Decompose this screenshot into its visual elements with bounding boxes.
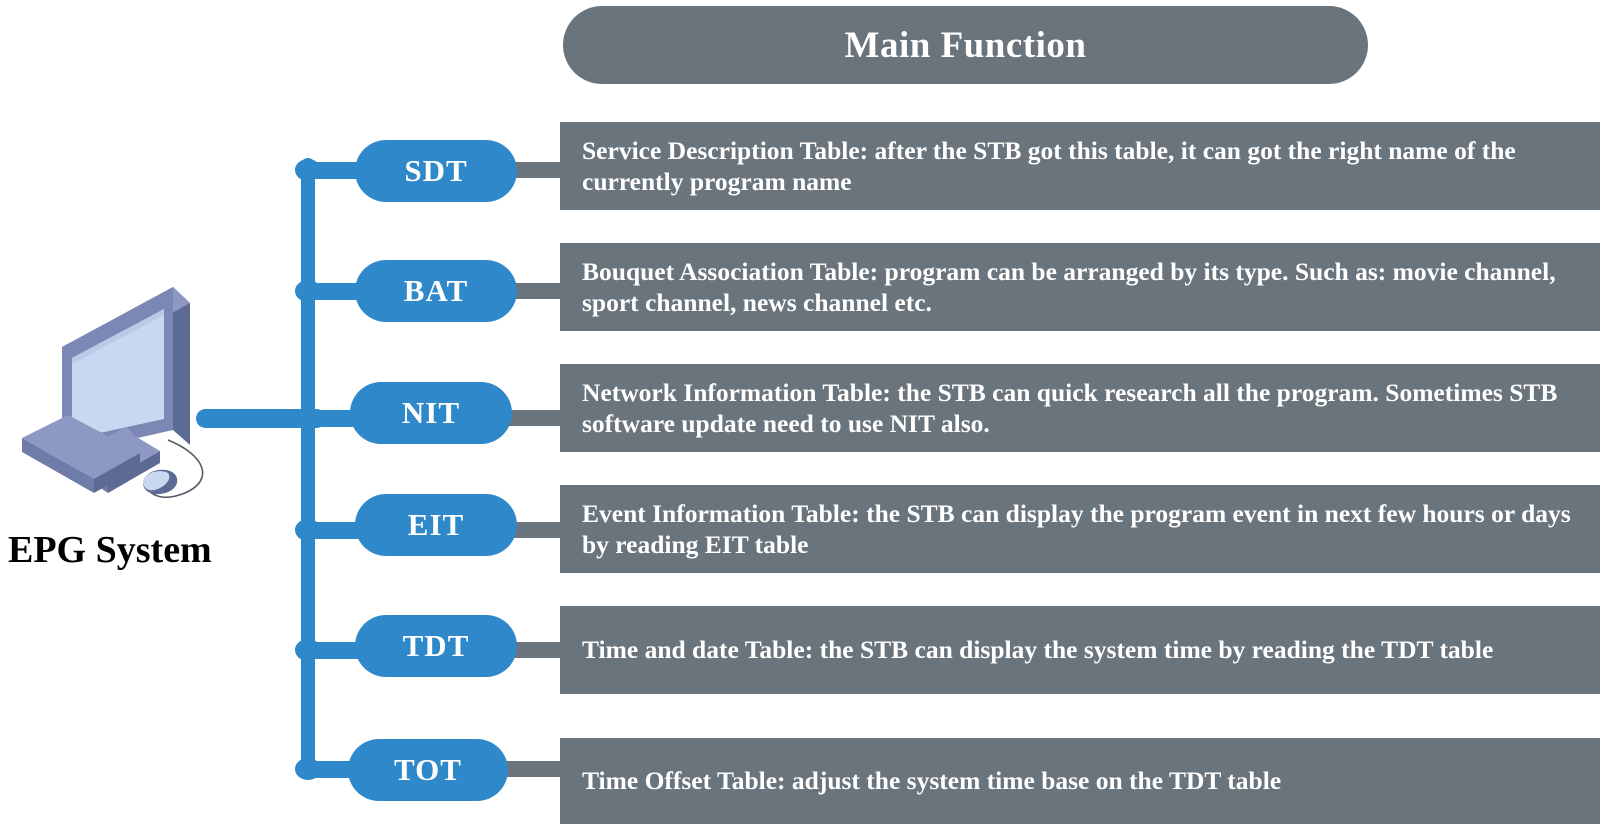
branch-connector-tdt [305,642,367,659]
branch-connector-bat [305,283,367,300]
node-eit[interactable]: EIT [355,494,517,556]
desc-bar-nit: Network Information Table: the STB can q… [560,364,1600,452]
desc-text-bat: Bouquet Association Table: program can b… [582,256,1556,317]
desc-bar-tdt: Time and date Table: the STB can display… [560,606,1600,694]
desc-text-eit: Event Information Table: the STB can dis… [582,498,1571,559]
monitor-trunk-connector [196,409,326,428]
node-tdt-label: TDT [402,628,470,663]
grey-stub-bat [505,283,565,299]
main-function-header: Main Function [563,6,1368,84]
desc-bar-tot: Time Offset Table: adjust the system tim… [560,738,1600,824]
epg-system-label: EPG System [8,529,212,571]
node-bat-label: BAT [403,273,469,308]
desc-text-tdt: Time and date Table: the STB can display… [582,635,1494,665]
node-tdt[interactable]: TDT [355,615,517,677]
desc-text-nit: Network Information Table: the STB can q… [582,377,1558,438]
node-tot-label: TOT [394,752,462,787]
node-sdt[interactable]: SDT [355,140,517,202]
main-function-header-label: Main Function [844,24,1087,66]
desc-bar-eit: Event Information Table: the STB can dis… [560,485,1600,573]
node-sdt-label: SDT [404,153,468,188]
node-bat[interactable]: BAT [355,260,517,322]
grey-stub-tot [500,761,565,777]
node-nit[interactable]: NIT [350,382,512,444]
branch-connector-sdt [305,162,367,179]
blue-trunk-line [301,158,315,778]
grey-stub-eit [505,522,565,538]
desc-bar-bat: Bouquet Association Table: program can b… [560,243,1600,331]
desc-text-tot: Time Offset Table: adjust the system tim… [582,766,1282,796]
desc-bar-sdt: Service Description Table: after the STB… [560,122,1600,210]
grey-stub-nit [500,410,565,426]
node-nit-label: NIT [401,395,461,430]
grey-stub-tdt [505,642,565,658]
desc-text-sdt: Service Description Table: after the STB… [582,135,1516,196]
node-eit-label: EIT [407,507,465,542]
desktop-computer-illustration [0,275,260,525]
node-tot[interactable]: TOT [348,739,508,801]
branch-connector-eit [305,522,367,539]
grey-stub-sdt [505,162,565,178]
